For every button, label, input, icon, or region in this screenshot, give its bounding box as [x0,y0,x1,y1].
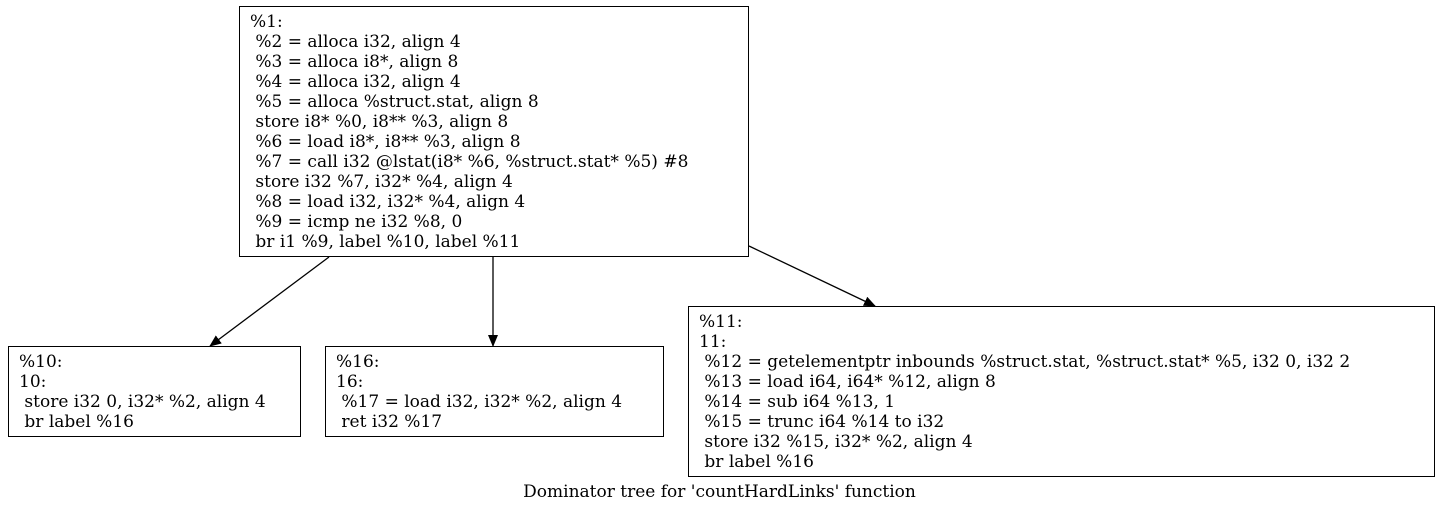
instruction-line: %13 = load i64, i64* %12, align 8 [699,372,996,392]
instruction-line: br i1 %9, label %10, label %11 [250,232,521,252]
instruction-line: %3 = alloca i8*, align 8 [250,52,459,72]
instruction-line: %10: [19,352,63,372]
instruction-line: %2 = alloca i32, align 4 [250,32,461,52]
instruction-line: store i32 %15, i32* %2, align 4 [699,432,973,452]
instruction-line: br label %16 [699,452,814,472]
node-block-1: %1: %2 = alloca i32, align 4 %3 = alloca… [239,6,749,257]
edge-1-to-11 [748,245,876,307]
instruction-line: %8 = load i32, i32* %4, align 4 [250,192,526,212]
instruction-line: %6 = load i8*, i8** %3, align 8 [250,132,521,152]
node-block-11: %11:11: %12 = getelementptr inbounds %st… [688,306,1435,477]
instruction-line: %9 = icmp ne i32 %8, 0 [250,212,463,232]
instruction-line: %17 = load i32, i32* %2, align 4 [336,392,623,412]
instruction-line: store i8* %0, i8** %3, align 8 [250,112,509,132]
instruction-line: %14 = sub i64 %13, 1 [699,392,896,412]
instruction-line: 11: [699,332,727,352]
instruction-line: %7 = call i32 @lstat(i8* %6, %struct.sta… [250,152,689,172]
instruction-line: store i32 %7, i32* %4, align 4 [250,172,513,192]
instruction-line: %16: [336,352,380,372]
instruction-line: %12 = getelementptr inbounds %struct.sta… [699,352,1351,372]
edge-1-to-10 [209,256,330,347]
diagram-caption: Dominator tree for 'countHardLinks' func… [523,482,916,502]
node-block-16: %16:16: %17 = load i32, i32* %2, align 4… [325,346,664,437]
node-block-10: %10:10: store i32 0, i32* %2, align 4 br… [8,346,301,437]
instruction-line: %4 = alloca i32, align 4 [250,72,461,92]
instruction-line: %5 = alloca %struct.stat, align 8 [250,92,539,112]
instruction-line: 16: [336,372,364,392]
instruction-line: ret i32 %17 [336,412,443,432]
instruction-line: %11: [699,312,743,332]
instruction-line: store i32 0, i32* %2, align 4 [19,392,266,412]
instruction-line: %1: [250,12,283,32]
instruction-line: br label %16 [19,412,134,432]
instruction-line: 10: [19,372,47,392]
instruction-line: %15 = trunc i64 %14 to i32 [699,412,945,432]
